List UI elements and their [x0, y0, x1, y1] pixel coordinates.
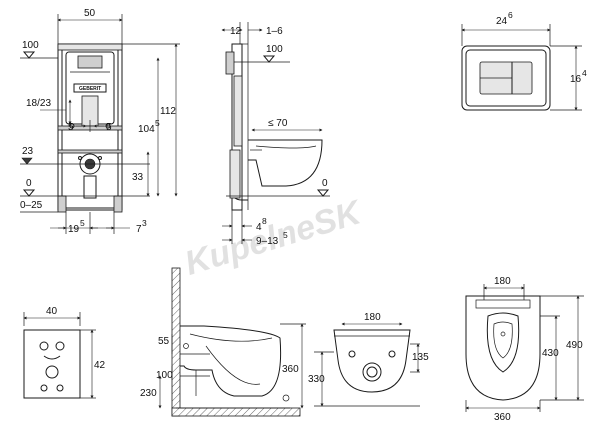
rear-330-label: 330: [308, 374, 325, 385]
right-offset-label: 5: [106, 122, 112, 133]
spacing-19-label: 19: [68, 224, 80, 235]
bowl-side-view: 55 100 230 360: [140, 267, 306, 417]
top-430-label: 430: [542, 348, 559, 359]
spacing-7-label: 7: [136, 224, 142, 235]
offset-4-sup: 8: [262, 216, 267, 226]
frame-front-view: 50 GEBERIT 100 18/23: [20, 8, 180, 235]
rear-180-label: 180: [364, 312, 381, 323]
level-025-label: 0–25: [20, 200, 43, 211]
plate-width-label: 24: [496, 16, 508, 27]
depth-1-6-label: 1–6: [266, 26, 283, 37]
wall-height-label: 42: [94, 360, 106, 371]
wall-plan: 40 42: [23, 306, 106, 399]
height-104-sup: 5: [155, 118, 160, 128]
bowl-top-view: 180 430 490 360: [465, 276, 584, 423]
flush-plate: 24 6 16 4: [461, 10, 587, 111]
side-level-0-label: 0: [322, 178, 328, 189]
bowl-360-label: 360: [282, 364, 299, 375]
spacing-19-sup: 5: [80, 218, 85, 228]
bowl-100-label: 100: [156, 370, 173, 381]
plate-height-label: 16: [570, 74, 582, 85]
wall-width-label: 40: [46, 306, 58, 317]
top-360-label: 360: [494, 412, 511, 423]
rear-135-label: 135: [412, 352, 429, 363]
plate-width-sup: 6: [508, 10, 513, 20]
top-490-label: 490: [566, 340, 583, 351]
frame-side-view: 12 1–6 100 ≤ 70 0 4 8: [221, 22, 330, 247]
height-33-label: 33: [132, 172, 144, 183]
bowl-rear-view: 180 135 330: [308, 312, 429, 407]
top-180-label: 180: [494, 276, 511, 287]
frame-width-label: 50: [84, 8, 96, 19]
bowl-230-label: 230: [140, 388, 157, 399]
level-0-label: 0: [26, 178, 32, 189]
level-23-label: 23: [22, 146, 34, 157]
side-level-100-label: 100: [266, 44, 283, 55]
plate-height-sup: 4: [582, 68, 587, 78]
bowl-55-label: 55: [158, 336, 170, 347]
spacing-7-sup: 3: [142, 218, 147, 228]
left-offset-label: 5: [68, 122, 74, 133]
height-112-label: 112: [160, 106, 176, 117]
offset-9-13-sup: 5: [283, 230, 288, 240]
offset-9-13-label: 9–13: [256, 236, 279, 247]
level-100-label: 100: [22, 40, 39, 51]
depth-12-label: 12: [230, 26, 242, 37]
offset-4-label: 4: [256, 222, 262, 233]
brand-logo: GEBERIT: [79, 86, 101, 92]
height-104-label: 104: [138, 124, 155, 135]
reach-70-label: ≤ 70: [268, 118, 288, 129]
button-height-label: 18/23: [26, 98, 51, 109]
